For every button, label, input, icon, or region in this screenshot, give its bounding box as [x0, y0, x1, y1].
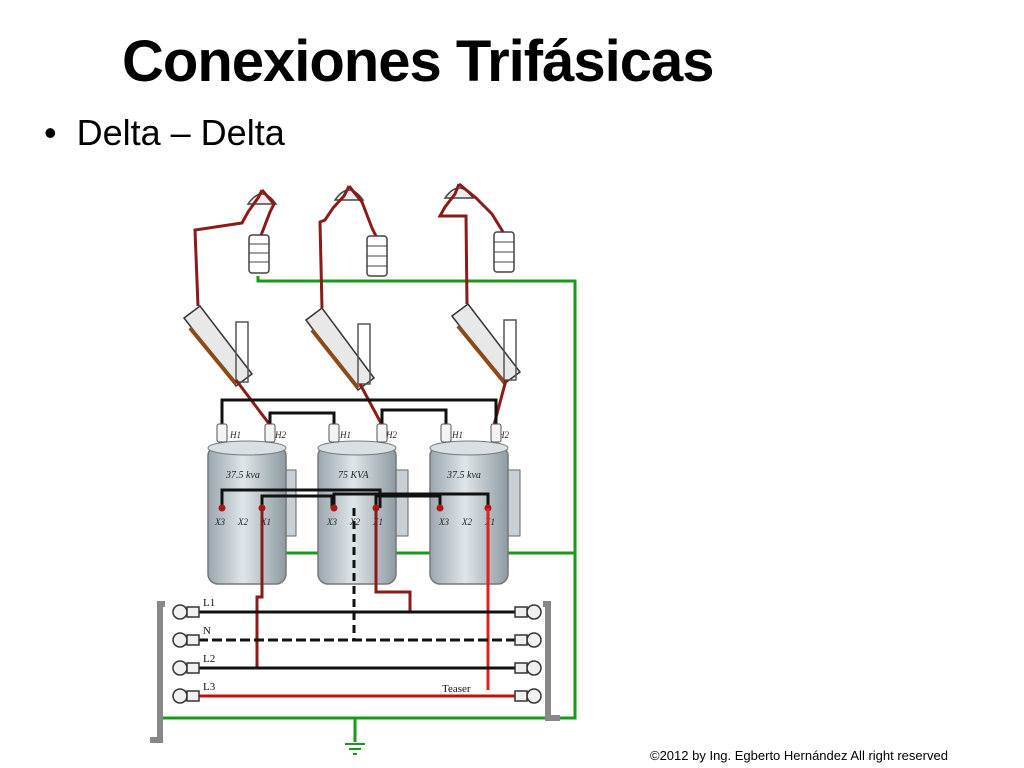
transformer-3-h1-label: H1 — [451, 430, 463, 440]
line-label-l2: L2 — [203, 653, 215, 665]
bullet-text: Delta – Delta — [76, 112, 285, 153]
bullet-item: • Delta – Delta — [44, 112, 285, 154]
primary-bushings — [216, 423, 502, 443]
secondary-drops — [255, 508, 490, 690]
transformer-2-h1-label: H1 — [339, 430, 351, 440]
surge-arrester-3 — [493, 231, 515, 273]
transformer-1-x2-label: X2 — [237, 517, 248, 527]
transformer-1-h2-label: H2 — [274, 430, 286, 440]
surge-arrester-2 — [366, 235, 388, 277]
secondary-delta-jumpers — [220, 488, 490, 508]
transformer-2-x3-label: X3 — [326, 517, 337, 527]
transformer-3-rating: 37.5 kva — [446, 470, 481, 481]
support-rails — [150, 601, 560, 743]
line-label-n: N — [203, 625, 211, 637]
transformer-1-h1-label: H1 — [229, 430, 241, 440]
service-connectors-left — [172, 604, 200, 704]
fuse-cutout-3 — [450, 302, 522, 426]
service-bus-bars — [198, 610, 516, 698]
transformer-1-x3-label: X3 — [214, 517, 225, 527]
transformer-2-h2-label: H2 — [385, 430, 397, 440]
transformer-1-rating: 37.5 kva — [225, 470, 260, 481]
primary-delta-jumpers — [220, 398, 498, 428]
transformer-2-rating: 75 KVA — [338, 470, 370, 481]
line-label-l3: L3 — [203, 681, 216, 693]
surge-arrester-1 — [248, 234, 270, 274]
teaser-label: Teaser — [442, 683, 471, 695]
primary-phase-2 — [318, 185, 388, 309]
copyright-footer: ©2012 by Ing. Egberto Hernández All righ… — [650, 748, 948, 763]
primary-phase-1 — [193, 189, 278, 307]
transformer-3-h2-label: H2 — [497, 430, 509, 440]
transformer-1-x1-label: X1 — [260, 517, 271, 527]
fuse-cutout-2 — [304, 306, 384, 426]
transformer-3-x3-label: X3 — [438, 517, 449, 527]
slide-title: Conexiones Trifásicas — [122, 29, 714, 94]
transformer-1: 37.5 kva H1 H2 X3 X2 X1 — [207, 430, 297, 585]
service-connectors-right — [514, 604, 542, 704]
transformer-3-x2-label: X2 — [461, 517, 472, 527]
line-label-l1: L1 — [203, 597, 215, 609]
bullet-dot: • — [44, 112, 57, 153]
transformer-3: 37.5 kva H1 H2 X3 X2 X1 — [429, 430, 521, 585]
ground-symbol — [345, 743, 365, 755]
fuse-cutout-1 — [182, 304, 272, 426]
primary-phase-3 — [437, 182, 515, 305]
